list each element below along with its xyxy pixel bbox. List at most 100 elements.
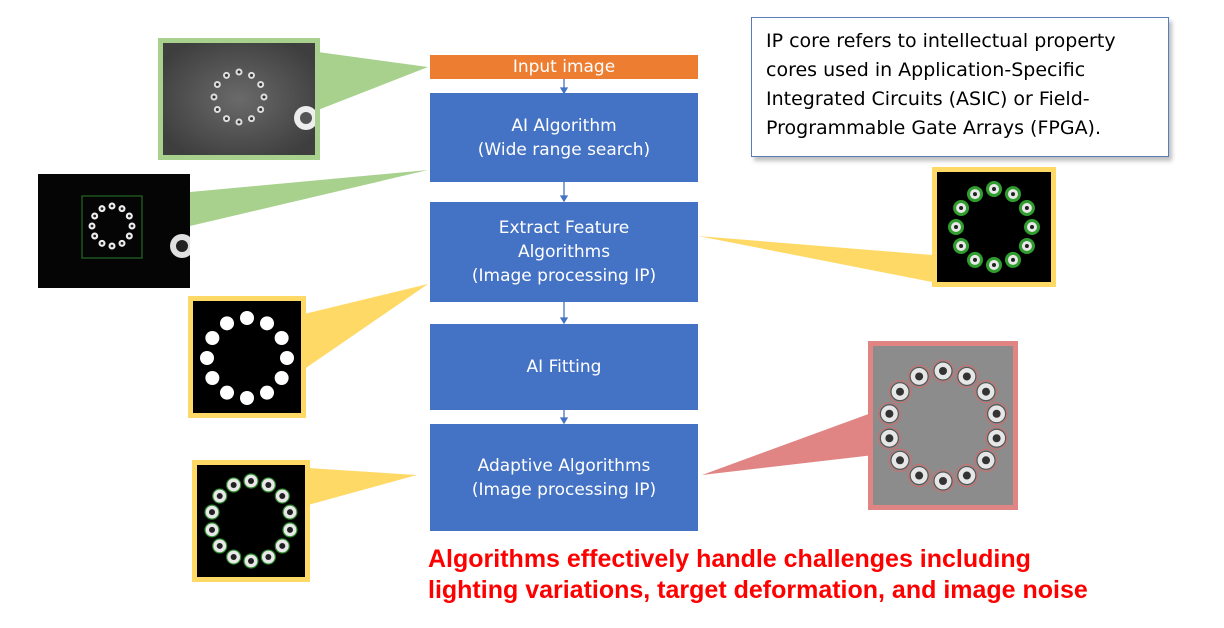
step-ai-algorithm-line-2: (Wide range search) xyxy=(477,139,651,160)
ring-dot xyxy=(237,70,241,74)
ring-dot xyxy=(974,380,998,404)
fitted-ring-image xyxy=(873,346,1013,505)
ring-dot xyxy=(907,365,931,388)
ring-dot xyxy=(220,385,234,400)
callout-input-image xyxy=(318,52,428,110)
ring-dot xyxy=(130,224,134,228)
ring-dot xyxy=(885,409,894,418)
ring-dot xyxy=(127,214,131,218)
ring-dot xyxy=(931,469,955,493)
ring-dot xyxy=(959,244,964,248)
ring-dot xyxy=(915,471,924,480)
thumb-raw-input xyxy=(158,38,320,160)
step-ai-fitting: AI Fitting xyxy=(430,324,698,410)
binary-blobs-image xyxy=(193,301,301,413)
ring-dot xyxy=(209,509,216,516)
ring-dot xyxy=(110,244,114,248)
ring-dot xyxy=(939,477,947,485)
ring-dot xyxy=(982,456,991,465)
ring-dot xyxy=(200,351,214,365)
ring-dot xyxy=(877,426,901,450)
ring-dot xyxy=(265,554,272,561)
thumb-binary-blobs xyxy=(188,296,306,418)
ring-dot xyxy=(260,385,274,400)
ring-dot xyxy=(992,263,996,267)
step-extract-feature-line-3: (Image processing IP) xyxy=(471,266,657,286)
ring-dot xyxy=(955,464,979,487)
ring-dot xyxy=(1024,244,1029,248)
ring-dot xyxy=(992,434,1001,443)
ring-dot xyxy=(248,478,254,484)
ring-dot xyxy=(93,214,97,218)
extracted-features-image xyxy=(937,172,1051,282)
ring-dot xyxy=(230,481,237,488)
ip-core-note: IP core refers to intellectual property … xyxy=(751,17,1169,157)
ring-dot xyxy=(877,402,901,426)
step-ai-fitting-line-1: AI Fitting xyxy=(526,357,602,377)
note-line-1: IP core refers to intellectual property xyxy=(766,30,1116,52)
ring-dot xyxy=(974,448,998,472)
ring-dot xyxy=(230,554,237,561)
ring-dot xyxy=(888,448,912,472)
ring-dot xyxy=(120,207,124,211)
ring-dot xyxy=(240,311,254,325)
callout-extract-features xyxy=(698,236,932,282)
ring-dot xyxy=(931,359,955,383)
ring-dot xyxy=(250,73,253,77)
ring-dot xyxy=(240,391,254,405)
ring-dot xyxy=(915,372,924,381)
ring-dot xyxy=(907,464,931,487)
callout-fitted-ring xyxy=(702,412,874,475)
ring-dot xyxy=(260,316,274,331)
thumb-adaptive-result xyxy=(192,460,310,582)
step-extract-feature-line-1: Extract Feature xyxy=(498,218,630,238)
ring-dot xyxy=(885,434,894,443)
caption-line-2: lighting variations, target deformation,… xyxy=(428,576,1088,604)
ring-dot xyxy=(100,241,104,245)
ring-dot xyxy=(110,204,114,208)
step-ai-algorithm-line-1: AI Algorithm xyxy=(511,115,617,136)
ring-dot xyxy=(962,372,971,381)
summary-caption: Algorithms effectively handle challenges… xyxy=(428,544,1148,606)
step-adaptive-algorithms: Adaptive Algorithms (Image processing IP… xyxy=(430,424,698,531)
note-line-4: Programmable Gate Arrays (FPGA). xyxy=(766,117,1102,139)
ring-dot xyxy=(205,331,220,345)
ring-dot xyxy=(1024,206,1029,210)
ring-dot xyxy=(279,542,286,549)
ring-dot xyxy=(225,117,228,121)
ring-dot xyxy=(939,367,947,375)
ring-dot xyxy=(959,206,964,210)
ring-dot xyxy=(265,481,272,488)
note-line-3: Integrated Circuits (ASIC) or Field- xyxy=(766,88,1090,110)
step-extract-feature-line-2: Algorithms xyxy=(517,242,611,262)
ring-dot xyxy=(895,387,904,396)
step-extract-feature: Extract Feature Algorithms (Image proces… xyxy=(430,202,698,302)
ring-dot xyxy=(895,456,904,465)
thumb-fitted-ring xyxy=(868,341,1018,510)
ring-dot xyxy=(286,509,293,516)
thumb-wide-search xyxy=(38,174,190,288)
ring-dot xyxy=(212,95,216,99)
ring-dot xyxy=(888,380,912,404)
note-line-2: cores used in Application-Specific xyxy=(766,59,1086,81)
caption-line-1: Algorithms effectively handle challenges… xyxy=(428,545,1031,573)
step-adaptive-line-1: Adaptive Algorithms xyxy=(477,455,651,476)
ring-dot xyxy=(259,108,263,111)
input-image-bar: Input image xyxy=(430,55,698,79)
ring-dot xyxy=(225,73,228,77)
thumb-extracted-features xyxy=(932,167,1056,287)
step-ai-algorithm: AI Algorithm (Wide range search) xyxy=(430,93,698,182)
ring-dot xyxy=(216,542,223,549)
ring-dot xyxy=(237,120,241,124)
ring-dot xyxy=(279,493,286,500)
ring-dot xyxy=(954,225,958,229)
ring-dot xyxy=(280,351,294,365)
ring-dot xyxy=(1011,192,1015,197)
ring-dot xyxy=(209,526,216,533)
ring-dot xyxy=(286,526,293,533)
ring-dot xyxy=(274,371,289,385)
ring-dot xyxy=(262,95,266,99)
ring-dot xyxy=(205,371,220,385)
